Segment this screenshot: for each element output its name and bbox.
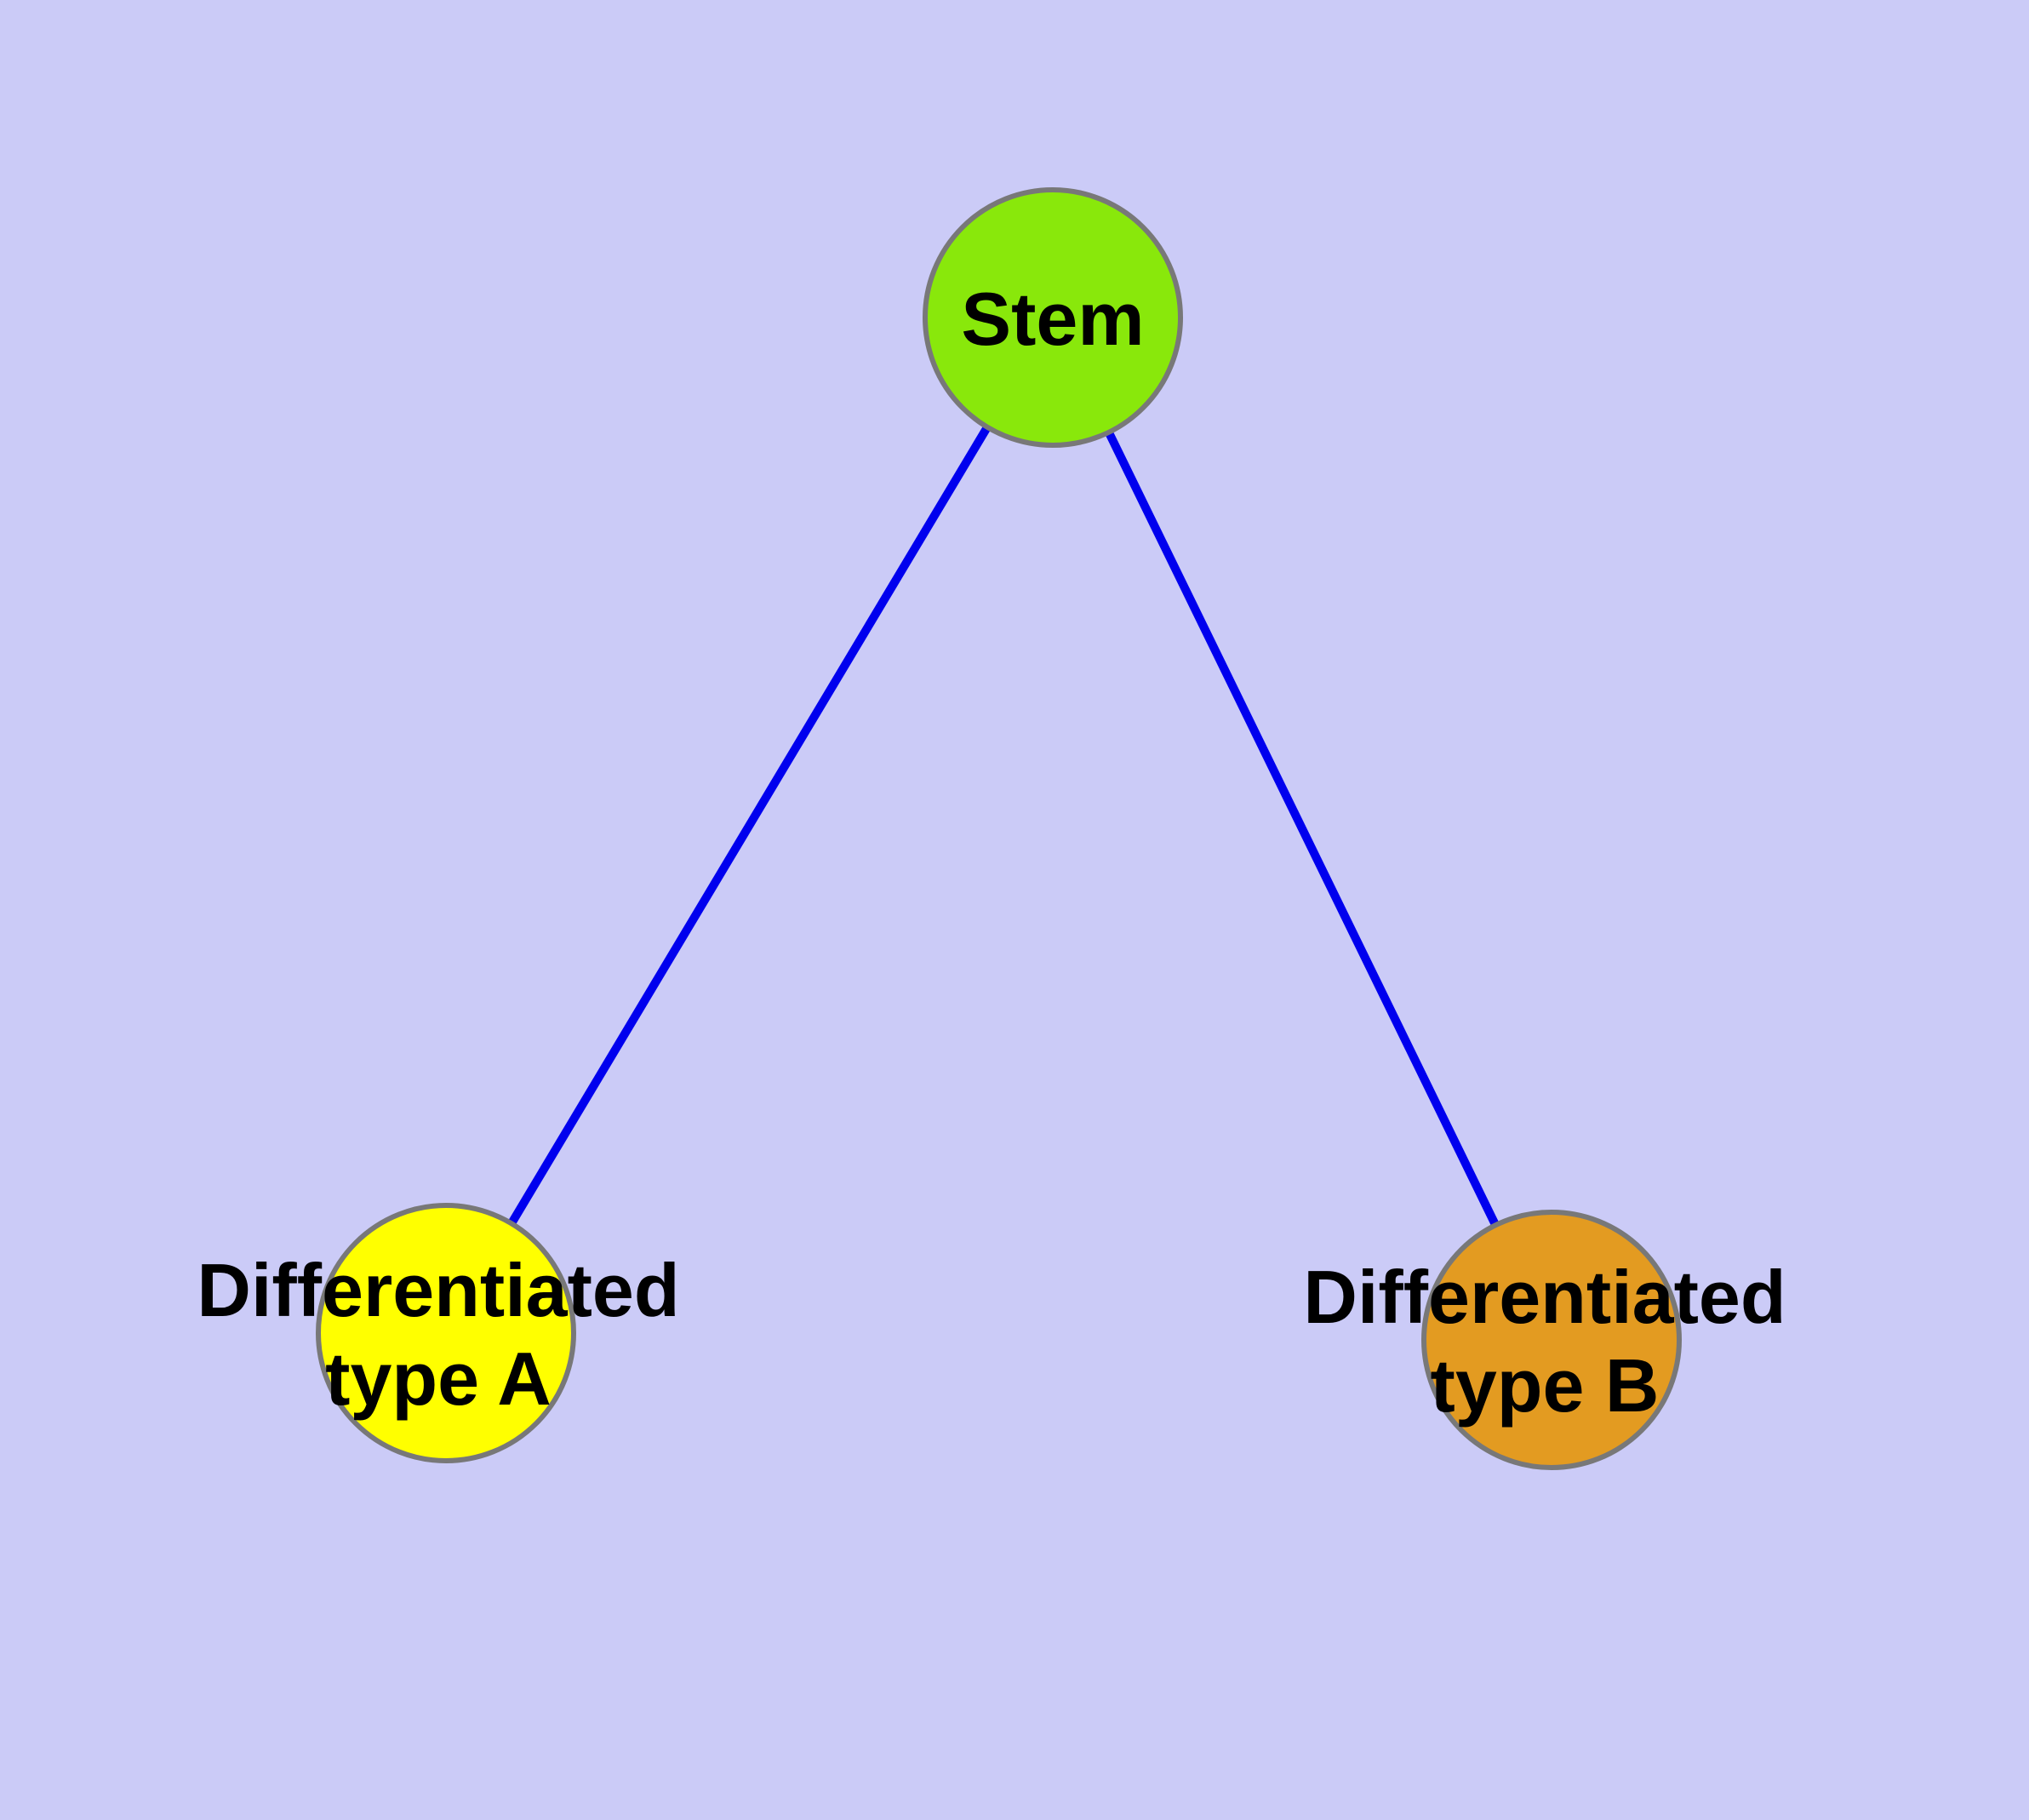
- node-type-a-label-line1: Differentiated: [197, 1248, 679, 1332]
- edge-stem-to-type-a: [442, 315, 1057, 1336]
- edge-stem-to-type-b: [1049, 315, 1556, 1342]
- node-stem-circle: [923, 187, 1183, 448]
- node-type-a-circle: [316, 1203, 576, 1463]
- node-type-a-label-line2: type A: [325, 1336, 552, 1421]
- node-type-b-label-line2: type B: [1431, 1343, 1660, 1428]
- node-differentiated-type-b: Differentiated type B: [1303, 1210, 1786, 1470]
- edge-group: [442, 315, 1556, 1342]
- node-stem: Stem: [923, 187, 1183, 448]
- node-type-b-label-line1: Differentiated: [1303, 1255, 1786, 1339]
- node-type-b-circle: [1421, 1210, 1682, 1470]
- node-differentiated-type-a: Differentiated type A: [197, 1203, 680, 1463]
- node-stem-label: Stem: [961, 277, 1144, 361]
